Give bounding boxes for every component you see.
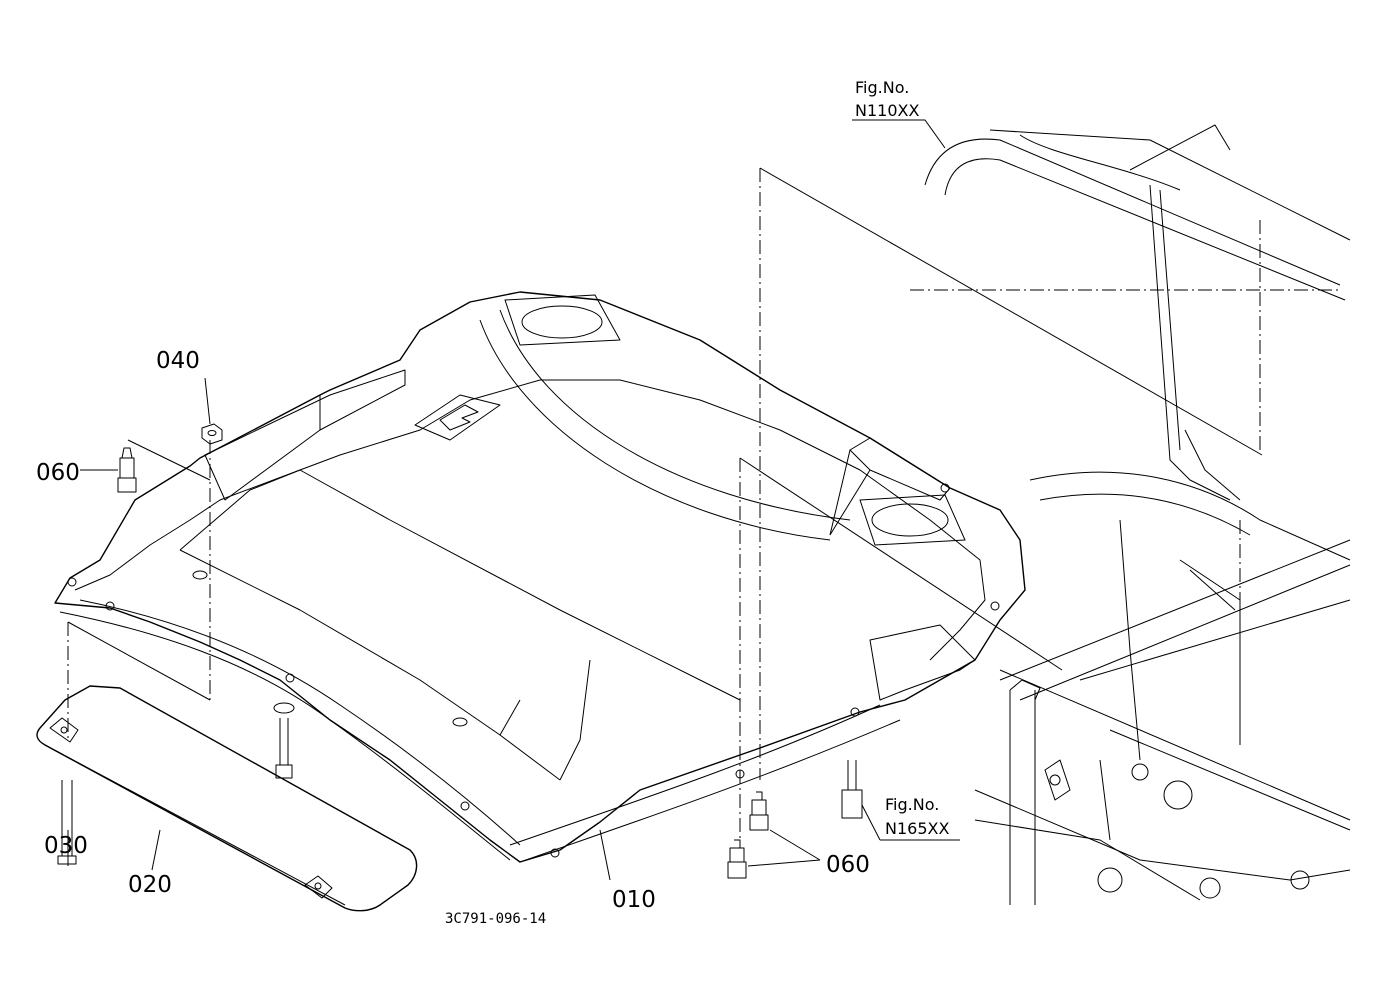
stud-right (841, 760, 863, 819)
fig-ref-lower: Fig.No. N165XX (885, 795, 949, 838)
fig-ref-upper: Fig.No. N110XX (855, 78, 919, 120)
assembly-lines (67, 168, 1340, 840)
bolt-060-right-b (727, 839, 747, 879)
part-labels: 010 020 030 040 060 060 (36, 348, 870, 913)
cab-frame (924, 124, 1351, 905)
roof-panel (54, 291, 1026, 863)
part-label-060-left: 060 (36, 460, 80, 486)
part-label-020: 020 (128, 872, 172, 898)
part-label-060-right: 060 (826, 852, 870, 878)
stud-center (273, 702, 295, 779)
reference-lines (67, 167, 1263, 701)
screw-030 (57, 780, 77, 865)
fig-ref-upper-title: Fig.No. (855, 78, 909, 97)
fig-ref-upper-number: N110XX (855, 101, 919, 120)
leader-lines (67, 119, 960, 881)
part-label-030: 030 (44, 833, 88, 859)
bolt-060-right-a (749, 791, 769, 831)
drawing-code: 3C791-096-14 (445, 911, 546, 927)
part-label-010: 010 (612, 887, 656, 913)
sun-visor (36, 685, 418, 912)
fig-ref-lower-title: Fig.No. (885, 795, 939, 814)
part-label-040: 040 (156, 348, 200, 374)
fig-ref-lower-number: N165XX (885, 819, 949, 838)
bolt-060-left (117, 447, 137, 493)
nut-040 (201, 423, 223, 445)
